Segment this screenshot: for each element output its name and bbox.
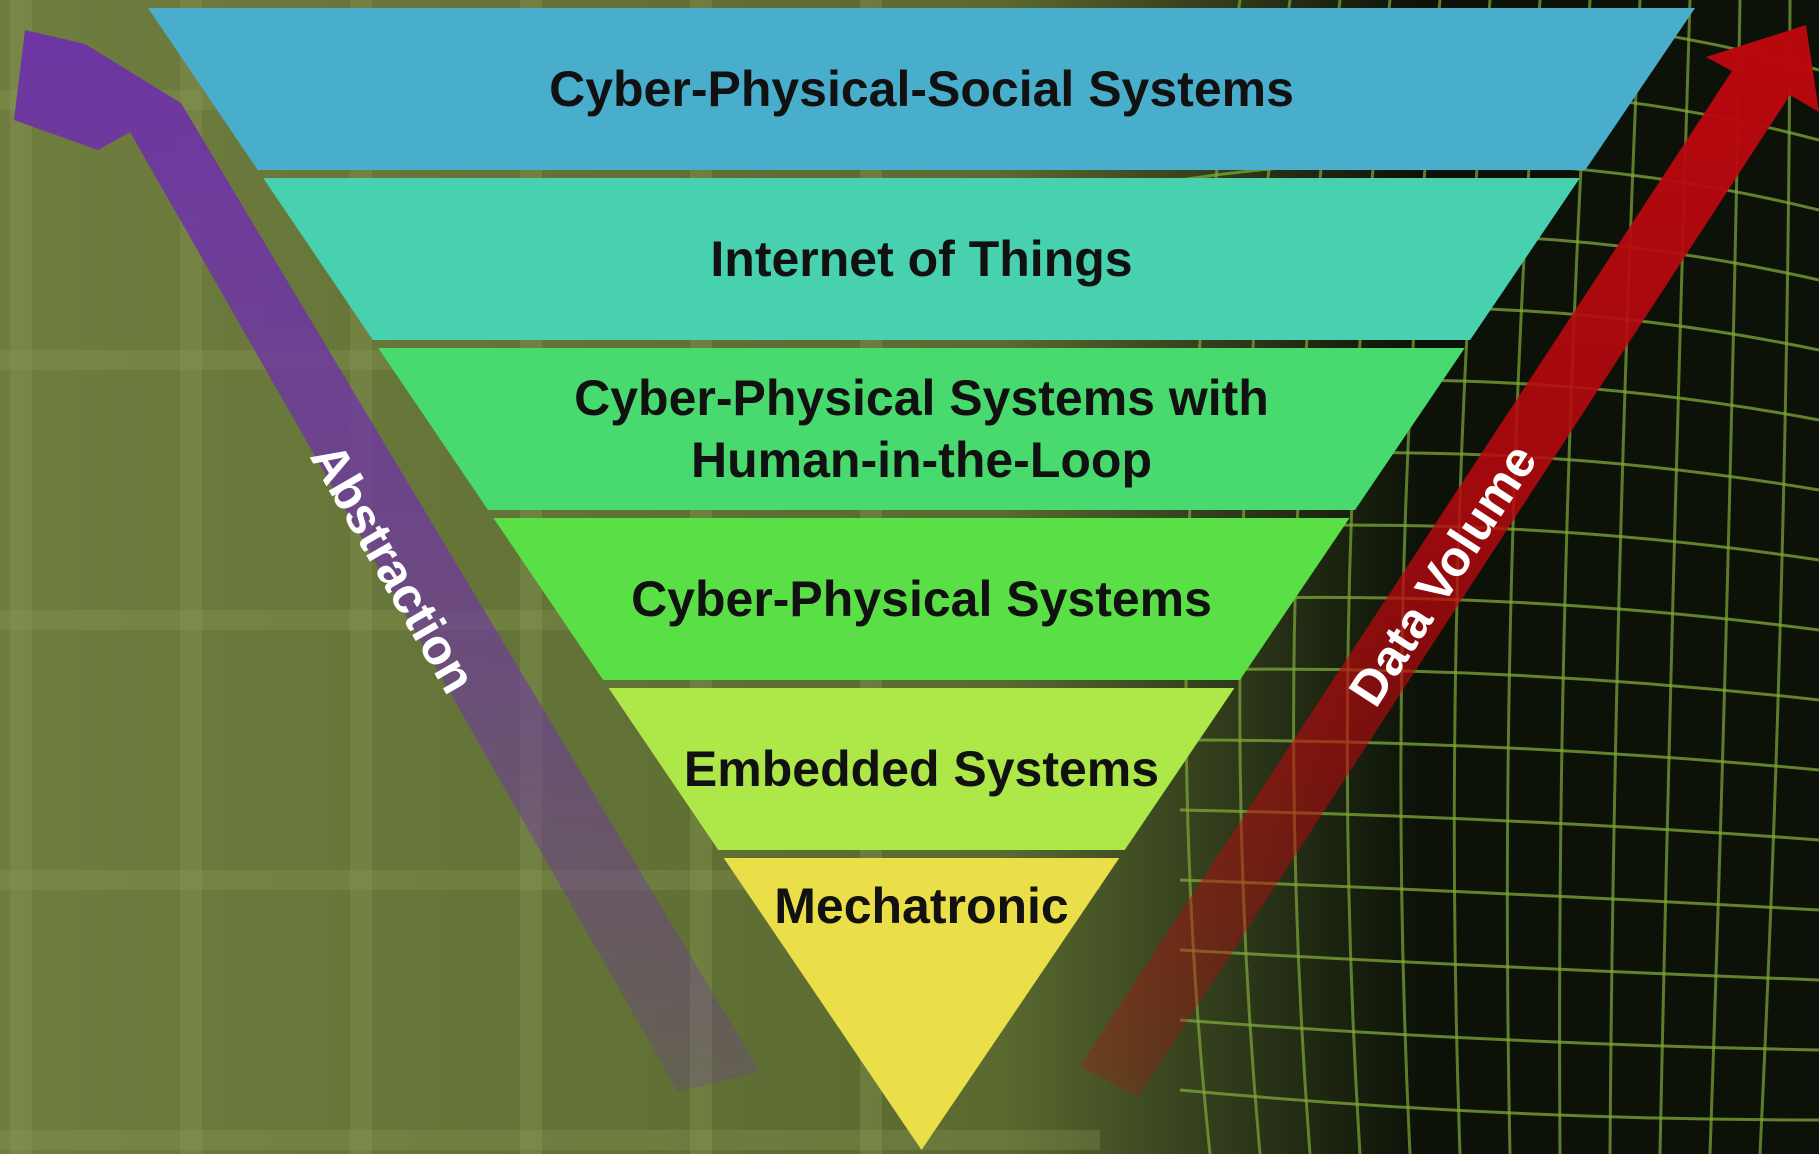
mesh-line-horizontal (1179, 738, 1819, 772)
pyramid-layer-label-line: Internet of Things (710, 231, 1132, 287)
pyramid-layer-label: Cyber-Physical-Social Systems (549, 61, 1294, 117)
pyramid-layer-label-line: Cyber-Physical-Social Systems (549, 61, 1294, 117)
pyramid-layer (148, 8, 1695, 170)
abstraction-arrow (14, 30, 760, 1092)
mesh-line-horizontal (1179, 1088, 1819, 1122)
pyramid-layer (723, 858, 1120, 1150)
circuit-trace-vertical (10, 0, 32, 1154)
data-volume-arrow (1080, 25, 1819, 1097)
mesh-line-horizontal (1179, 948, 1819, 982)
circuit-trace-horizontal (0, 1130, 1100, 1150)
data-volume-arrow-shape (1080, 25, 1819, 1097)
mesh-line-vertical (1505, 0, 1542, 1154)
mesh-line-vertical (1345, 0, 1392, 1154)
pyramid-layer (493, 518, 1350, 680)
pyramid-layer (608, 688, 1235, 850)
abstraction-arrow-shape (14, 30, 760, 1092)
pyramid-layer-label-line: Cyber-Physical Systems (631, 571, 1212, 627)
pyramid-layer-label-line: Cyber-Physical Systems with (574, 370, 1269, 426)
mesh-line-horizontal (1179, 667, 1819, 702)
mesh-line-vertical (1608, 0, 1642, 1154)
pyramid-layer-label: Mechatronic (774, 878, 1069, 934)
mesh-line-vertical (1758, 0, 1792, 1154)
pyramid-layer-label-line: Embedded Systems (684, 741, 1159, 797)
pyramid-layer (263, 178, 1580, 340)
pyramid-layer-label: Cyber-Physical Systems (631, 571, 1212, 627)
pyramid-layer-label-line: Human-in-the-Loop (691, 432, 1152, 488)
pyramid-layer-label: Internet of Things (710, 231, 1132, 287)
pyramid-layer-label-line: Mechatronic (774, 878, 1069, 934)
circuit-trace-vertical (180, 0, 202, 1154)
pyramid-layer-label: Embedded Systems (684, 741, 1159, 797)
pyramid-layer (378, 348, 1465, 510)
mesh-line-horizontal (1179, 1018, 1819, 1052)
mesh-line-vertical (1558, 0, 1592, 1154)
